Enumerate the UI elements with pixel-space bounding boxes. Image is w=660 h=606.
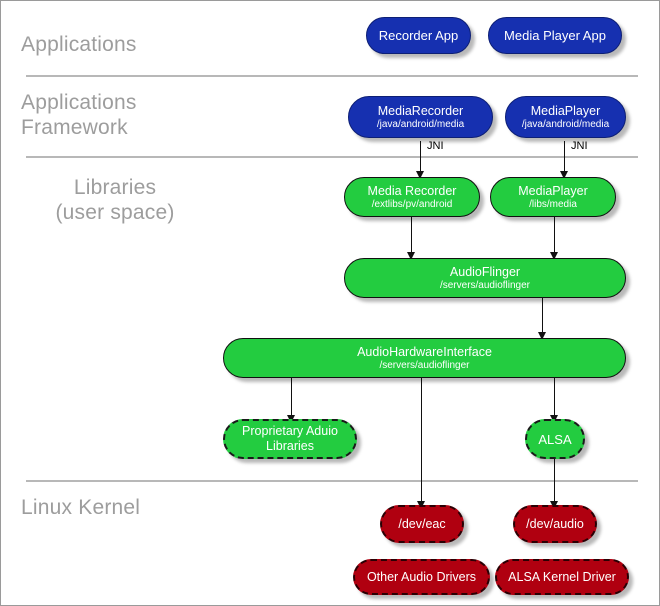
node-media-recorder-lib-title: Media Recorder [367,183,457,198]
node-mediaplayer-framework-title: MediaPlayer [530,103,601,118]
divider-linux-kernel [26,480,638,482]
node-proprietary-audio-libraries-title: Proprietary Aduio [242,424,338,438]
divider-applications-framework [26,156,638,158]
node-audioflinger-title: AudioFlinger [449,264,521,279]
node-audiohardwareinterface[interactable]: AudioHardwareInterface /servers/audiofli… [223,338,626,378]
node-mediaplayer-framework[interactable]: MediaPlayer /java/android/media [505,96,626,138]
arrowhead-audioflinger-to-ahi [538,332,546,340]
connector-ahi-to-proprietary [291,378,292,422]
node-audioflinger[interactable]: AudioFlinger /servers/audioflinger [344,258,626,298]
node-dev-eac-title: /dev/eac [398,516,446,531]
arrowhead-mediaplayer-to-lib [560,171,568,179]
arrowhead-mediaplayer-lib-to-audioflinger [550,252,558,260]
node-mediaplayer-lib[interactable]: MediaPlayer /libs/media [490,177,616,217]
divider-applications [26,75,638,77]
node-other-audio-drivers-title: Other Audio Drivers [366,569,477,584]
connector-mediaplayer-lib-to-audioflinger [554,217,555,259]
connector-mediarecorder-to-lib [420,141,421,177]
node-proprietary-audio-libraries[interactable]: Proprietary Aduio Libraries [223,419,357,459]
layer-label-applications-framework: Applications Framework [21,91,137,139]
node-mediarecorder-framework-subtitle: /java/android/media [376,118,465,130]
node-mediarecorder-framework[interactable]: MediaRecorder /java/android/media [348,96,493,138]
node-alsa[interactable]: ALSA [525,419,585,459]
node-mediaplayer-lib-subtitle: /libs/media [529,198,577,210]
edge-label-jni-left: JNI [427,140,444,152]
node-media-player-app[interactable]: Media Player App [488,17,622,54]
node-recorder-app-title: Recorder App [378,28,459,43]
node-proprietary-audio-libraries-subtitle: Libraries [266,439,314,453]
node-recorder-app[interactable]: Recorder App [366,17,471,54]
node-media-recorder-lib-subtitle: /extlibs/pv/android [371,198,453,210]
node-audioflinger-subtitle: /servers/audioflinger [439,279,531,291]
arrowhead-mediarecorder-to-lib [416,171,424,179]
connector-ahi-to-dev-eac [421,378,422,508]
node-mediaplayer-lib-title: MediaPlayer [518,183,588,198]
arrowhead-media-recorder-to-audioflinger [407,252,415,260]
layer-label-applications: Applications [21,33,137,56]
node-audiohardwareinterface-subtitle: /servers/audioflinger [379,359,470,371]
node-other-audio-drivers[interactable]: Other Audio Drivers [353,559,490,595]
node-alsa-kernel-driver-title: ALSA Kernel Driver [508,569,616,584]
connector-mediaplayer-to-lib [564,141,565,177]
connector-ahi-to-alsa [554,378,555,422]
node-dev-eac[interactable]: /dev/eac [380,505,464,543]
node-mediaplayer-framework-subtitle: /java/android/media [521,118,610,130]
connector-media-recorder-to-audioflinger [411,217,412,259]
node-alsa-kernel-driver[interactable]: ALSA Kernel Driver [495,559,629,595]
node-media-player-app-title: Media Player App [504,28,606,43]
node-media-recorder-lib[interactable]: Media Recorder /extlibs/pv/android [344,177,480,217]
edge-label-jni-right: JNI [571,140,588,152]
layer-label-libraries: Libraries (user space) [55,176,175,224]
layer-label-linux-kernel: Linux Kernel [21,496,141,519]
node-dev-audio-title: /dev/audio [526,516,584,531]
connector-alsa-to-dev-audio [554,459,555,508]
node-mediarecorder-framework-title: MediaRecorder [377,103,464,118]
node-alsa-title: ALSA [538,431,572,447]
node-dev-audio[interactable]: /dev/audio [513,505,597,543]
node-audiohardwareinterface-title: AudioHardwareInterface [357,344,492,359]
connector-audioflinger-to-ahi [542,298,543,340]
